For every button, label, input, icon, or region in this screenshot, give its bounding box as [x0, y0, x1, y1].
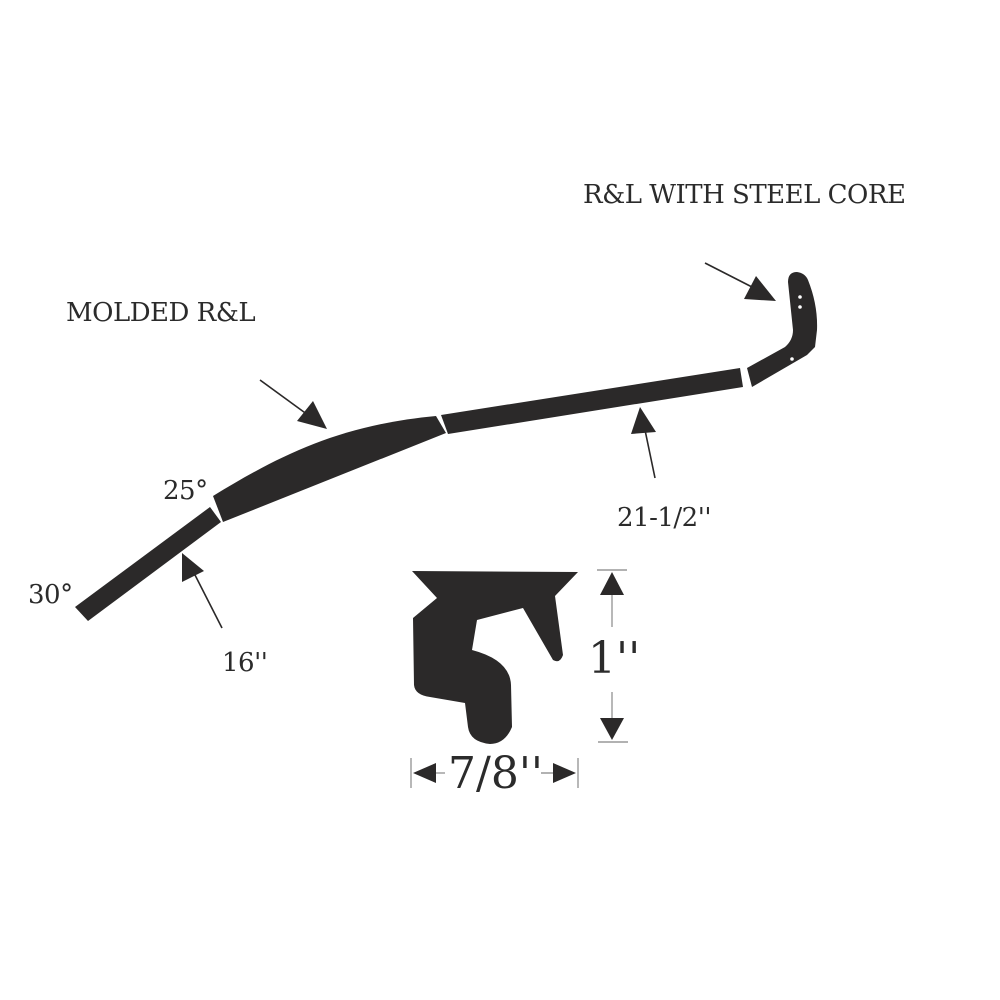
strip-segment-straight [441, 368, 743, 434]
strip-segment-steel-core [747, 272, 818, 387]
arrow-steel-core-line [704, 262, 753, 288]
dim-height-down-arrow-icon [600, 718, 624, 740]
arrow-steel-core-head [744, 276, 776, 301]
rivet-hole [790, 357, 794, 361]
arrow-16-head [182, 553, 204, 582]
label-angle-25: 25° [163, 476, 208, 506]
rivet-hole [798, 295, 802, 299]
label-angle-30: 30° [28, 580, 73, 610]
label-length-21: 21-1/2'' [617, 503, 712, 533]
label-molded: MOLDED R&L [66, 298, 256, 328]
label-height: 1'' [588, 633, 641, 684]
arrow-21-head [631, 407, 656, 434]
cross-section-profile [412, 571, 578, 744]
dim-width-left-arrow-icon [413, 763, 436, 783]
dim-width-right-arrow-icon [553, 763, 576, 783]
label-width: 7/8'' [448, 748, 544, 799]
arrow-16-line [194, 574, 223, 629]
arrow-molded-head [297, 401, 327, 429]
label-steel-core: R&L WITH STEEL CORE [583, 180, 906, 210]
label-length-16: 16'' [222, 648, 268, 678]
arrow-molded-line [259, 379, 309, 416]
arrow-21-line [644, 429, 656, 479]
strip-segment-30deg [75, 507, 221, 621]
rivet-hole [798, 305, 802, 309]
strip-segment-molded [213, 416, 446, 522]
dim-height-up-arrow-icon [600, 572, 624, 595]
